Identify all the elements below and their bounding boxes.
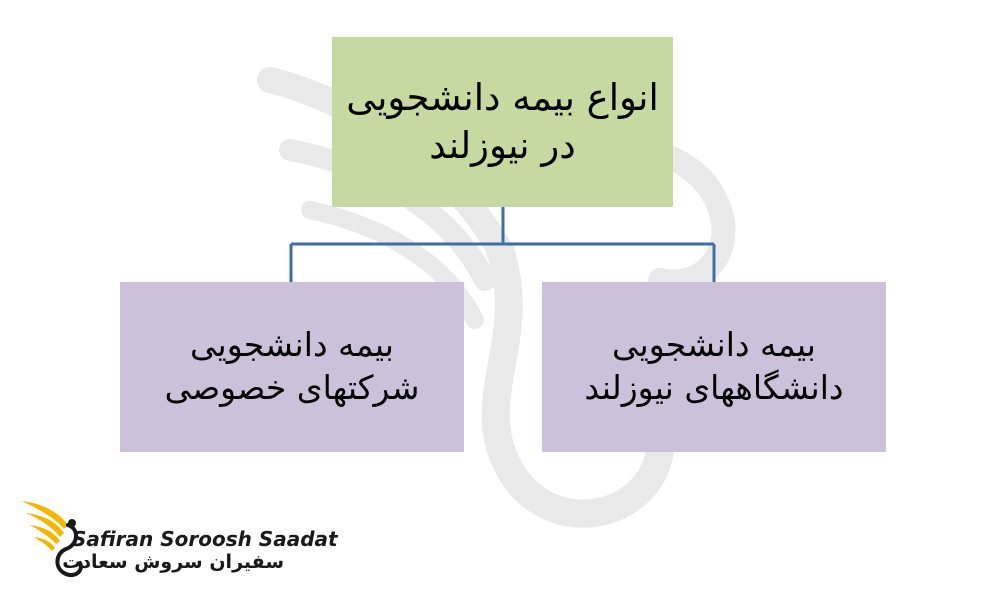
child-node-label: بیمه دانشجویی شرکتهای خصوصی (164, 325, 420, 407)
child-node-private-companies: بیمه دانشجویی شرکتهای خصوصی (120, 282, 464, 452)
root-node: انواع بیمه دانشجویی در نیوزلند (332, 37, 673, 207)
child-node-label: بیمه دانشجویی دانشگاههای نیوزلند (584, 325, 844, 407)
root-node-label: انواع بیمه دانشجویی در نیوزلند (346, 75, 659, 167)
wing-swan-icon (22, 501, 83, 578)
brand-name-fa: سفیران سروش سعادت (62, 551, 284, 573)
brand-logo: Safiran Soroosh Saadat سفیران سروش سعادت (20, 495, 338, 585)
brand-name-en: Safiran Soroosh Saadat (72, 527, 338, 551)
child-node-nz-universities: بیمه دانشجویی دانشگاههای نیوزلند (542, 282, 886, 452)
